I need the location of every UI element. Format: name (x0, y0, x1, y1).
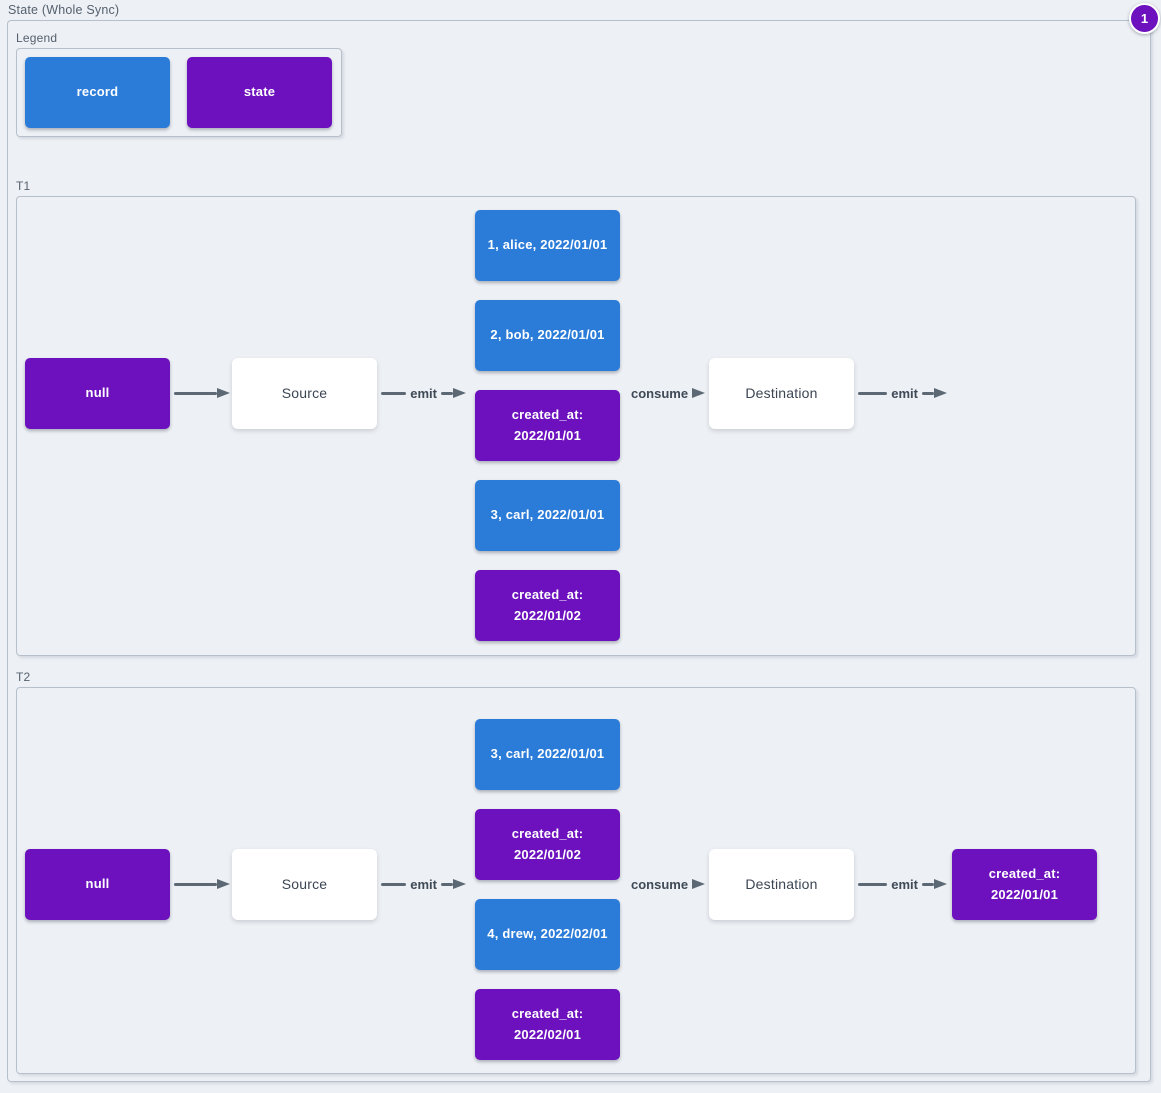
arrowhead-icon (217, 879, 230, 889)
t1-container (16, 196, 1136, 656)
arrowhead-icon (453, 879, 466, 889)
t2-label: T2 (16, 670, 31, 684)
t2-container (16, 687, 1136, 1074)
arrowhead-icon (934, 388, 947, 398)
arrow-line (441, 882, 453, 886)
t1-destination-label: Destination (745, 385, 818, 402)
arrowhead-icon (453, 388, 466, 398)
arrow-line (174, 882, 217, 886)
t2-record-node-2: 4, drew, 2022/02/01 (475, 899, 620, 970)
legend-title: Legend (16, 31, 58, 45)
legend-state-node: state (187, 57, 332, 128)
arrow-line (381, 391, 407, 395)
t2-state-node-2: created_at: 2022/02/01 (475, 989, 620, 1060)
diagram-title: State (Whole Sync) (8, 3, 120, 17)
t1-null-label: null (85, 385, 110, 401)
arrow-line (922, 882, 934, 886)
t2-destination-label: Destination (745, 876, 818, 893)
t2-emit-label: emit (410, 876, 437, 892)
t1-null-to-source-arrow (174, 386, 230, 400)
arrowhead-icon (934, 879, 947, 889)
legend-state-label: state (243, 84, 276, 100)
t2-emit-out-edge: emit (858, 876, 947, 892)
arrow-line (174, 391, 217, 395)
t2-destination-node: Destination (709, 849, 854, 920)
t1-emit-out-label: emit (891, 385, 918, 401)
t2-source-node: Source (232, 849, 377, 920)
t1-label: T1 (16, 179, 31, 193)
t1-source-node: Source (232, 358, 377, 429)
arrow-line (922, 391, 934, 395)
arrowhead-icon (217, 388, 230, 398)
t1-emit-label: emit (410, 385, 437, 401)
arrow-line (441, 391, 453, 395)
t1-source-label: Source (281, 385, 328, 402)
arrowhead-icon (692, 388, 706, 398)
t2-consume-label: consume (631, 876, 689, 892)
arrowhead-icon (692, 879, 706, 889)
t1-record-node-1: 1, alice, 2022/01/01 (475, 210, 620, 281)
t2-null-state-node: null (25, 849, 170, 920)
t2-emit-out-label: emit (891, 876, 918, 892)
t2-null-to-source-arrow (174, 877, 230, 891)
t1-state-node-1: created_at: 2022/01/01 (475, 390, 620, 461)
legend-record-label: record (76, 84, 119, 100)
t1-null-state-node: null (25, 358, 170, 429)
annotation-badge-1: 1 (1129, 3, 1160, 34)
t1-emit-out-edge: emit (858, 385, 947, 401)
t1-emit-edge: emit (381, 385, 466, 401)
t1-consume-edge: consume (627, 385, 706, 401)
legend-record-node: record (25, 57, 170, 128)
arrow-line (858, 391, 888, 395)
t1-record-node-3: 3, carl, 2022/01/01 (475, 480, 620, 551)
arrow-line (381, 882, 407, 886)
t2-emit-edge: emit (381, 876, 466, 892)
t1-destination-node: Destination (709, 358, 854, 429)
t2-state-node-1: created_at: 2022/01/02 (475, 809, 620, 880)
t1-state-node-2: created_at: 2022/01/02 (475, 570, 620, 641)
t2-output-state-node: created_at: 2022/01/01 (952, 849, 1097, 920)
arrow-line (858, 882, 888, 886)
whole-sync-container (7, 20, 1151, 1082)
t2-null-label: null (85, 876, 110, 892)
t1-record-node-2: 2, bob, 2022/01/01 (475, 300, 620, 371)
legend-container (16, 48, 342, 137)
t1-consume-label: consume (631, 385, 689, 401)
t2-consume-edge: consume (627, 876, 706, 892)
t2-source-label: Source (281, 876, 328, 893)
t2-record-node-1: 3, carl, 2022/01/01 (475, 719, 620, 790)
